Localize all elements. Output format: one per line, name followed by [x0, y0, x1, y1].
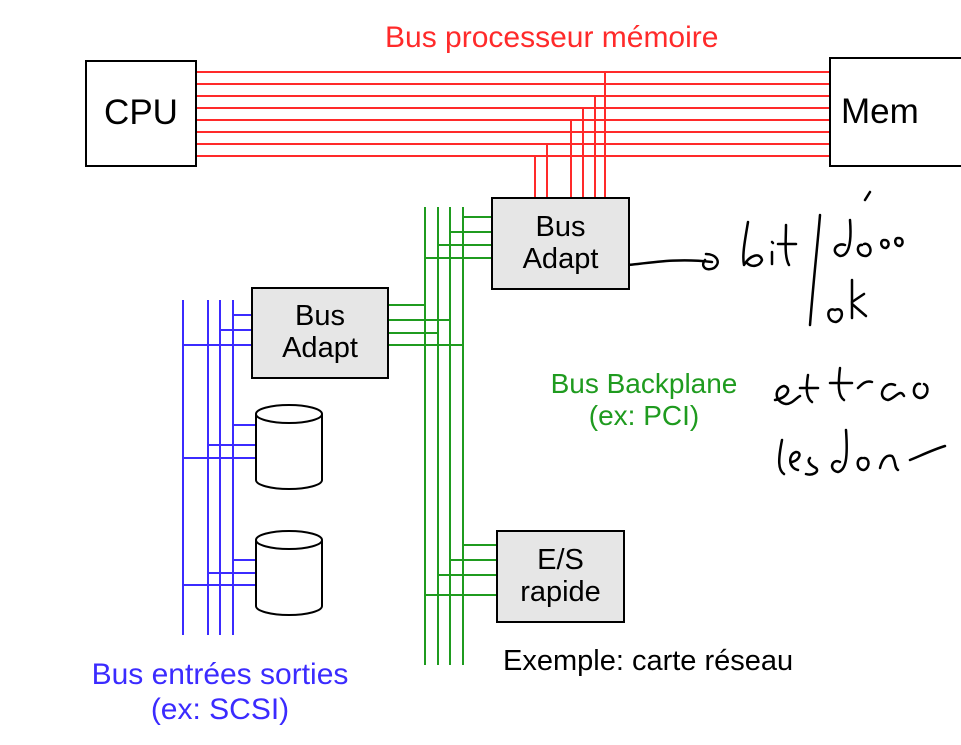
- backplane-label-line1: Bus Backplane: [550, 368, 738, 399]
- bus-adapter-top: Bus Adapt: [491, 197, 630, 290]
- fast-io-line2: rapide: [520, 575, 601, 608]
- io-bus-label-line2: (ex: SCSI): [150, 692, 290, 726]
- bus-adapter-left: Bus Adapt: [251, 287, 389, 379]
- handwritten-annotation: [627, 190, 947, 476]
- cpu-box: CPU: [85, 60, 197, 167]
- disk-2: [255, 530, 323, 616]
- backplane-label-line2: (ex: PCI): [588, 400, 700, 432]
- memory-bus-lines: [196, 71, 829, 200]
- backplane-bus-lines: [388, 207, 497, 665]
- bus-adapter-top-line2: Adapt: [522, 242, 599, 275]
- fast-io-line1: E/S: [537, 543, 584, 576]
- memory-bus-label: Bus processeur mémoire: [385, 21, 719, 54]
- bus-adapter-left-line2: Adapt: [282, 332, 358, 364]
- bus-adapter-top-line1: Bus: [535, 210, 586, 243]
- disk-1: [255, 404, 323, 490]
- fast-io-box: E/S rapide: [496, 530, 625, 623]
- io-bus-label-line1: Bus entrées sorties: [91, 658, 349, 691]
- backplane-label: Bus Backplane (ex: PCI): [505, 368, 783, 432]
- io-bus-label: Bus entrées sorties (ex: SCSI): [40, 658, 400, 727]
- example-note: Exemple: carte réseau: [503, 645, 794, 677]
- bus-adapter-left-line1: Bus: [295, 300, 345, 333]
- mem-label: Mem: [841, 91, 919, 131]
- mem-box: Mem: [829, 57, 961, 167]
- cpu-label: CPU: [104, 93, 178, 133]
- io-bus-lines: [182, 300, 256, 635]
